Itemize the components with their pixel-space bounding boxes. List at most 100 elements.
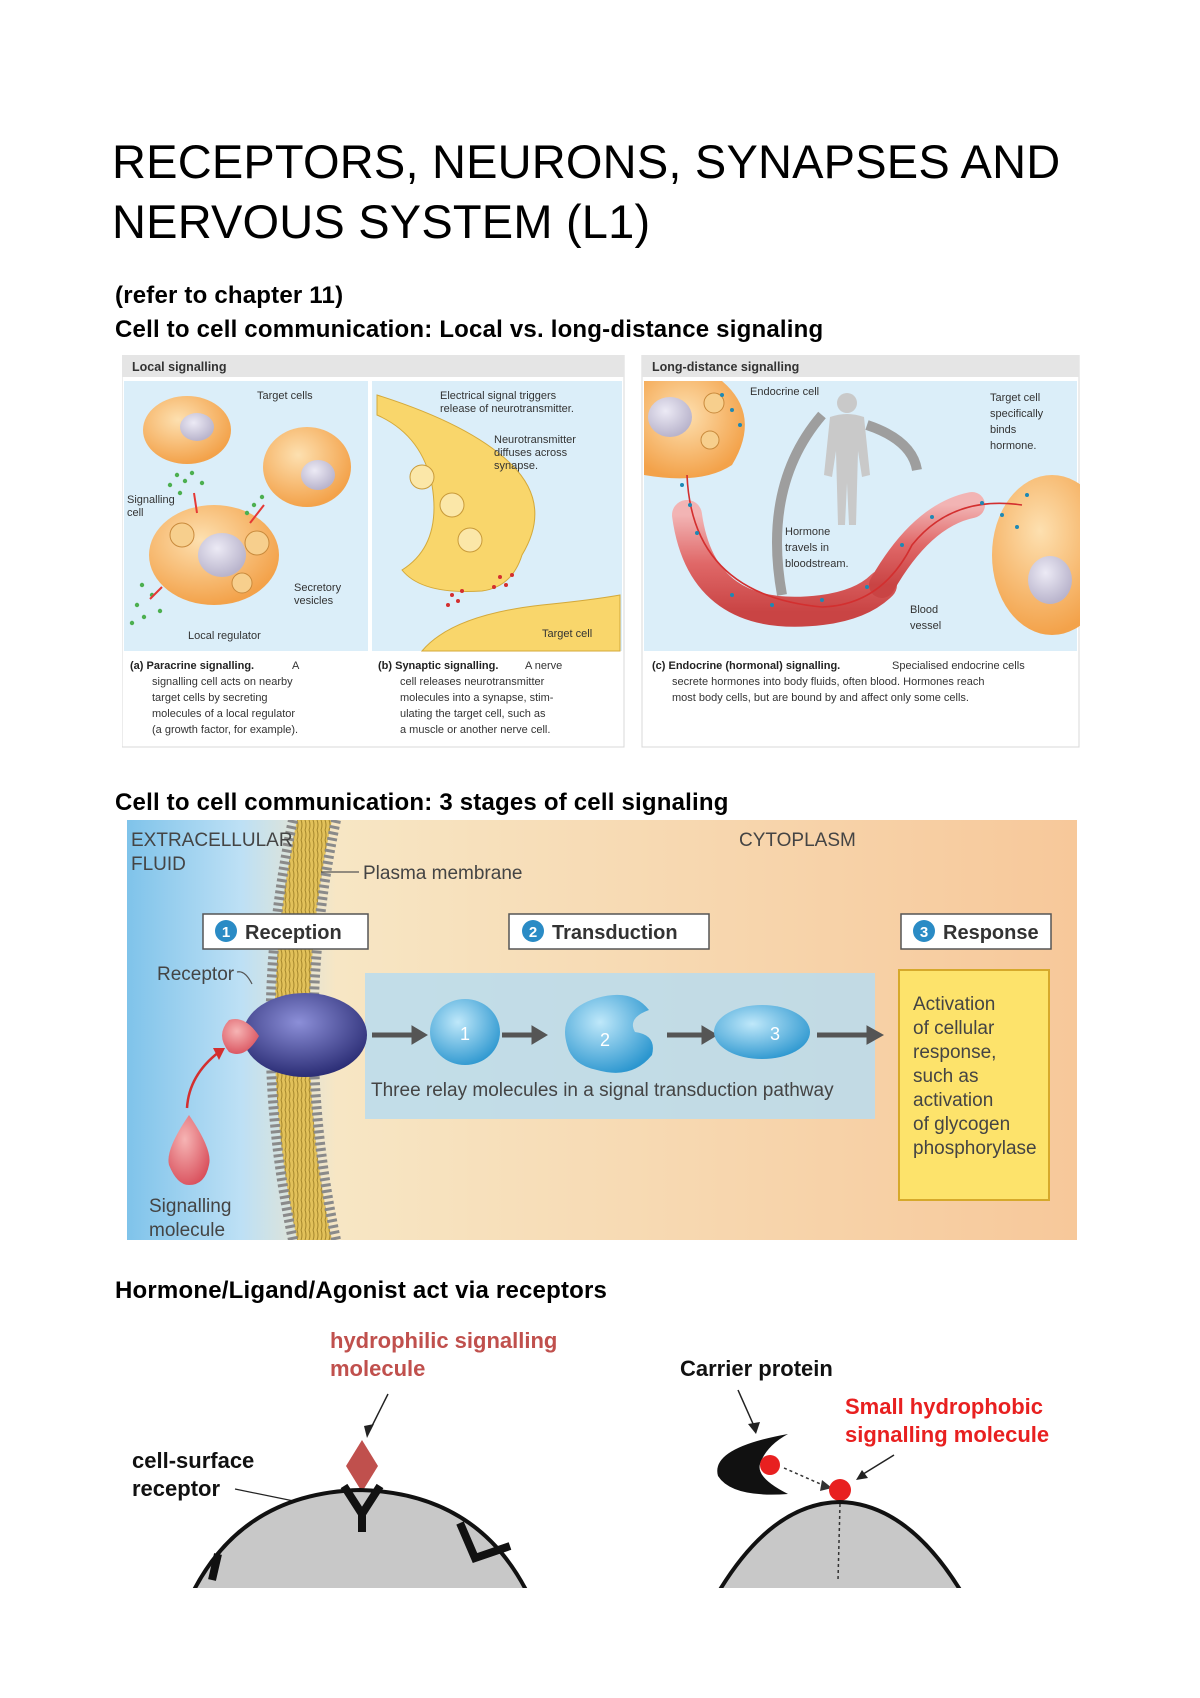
blood-vessel [672,500,897,627]
label-extracellular-2: FLUID [131,854,186,875]
carrier-protein-icon [717,1434,788,1495]
label-hydrophilic-2: molecule [330,1356,425,1381]
caption-b-bold: (b) Synaptic signalling. [378,660,498,672]
label-blood-1: Blood [910,604,938,616]
arrowhead-icon [364,1424,374,1438]
arrowhead-icon [820,1480,832,1491]
vesicle-icon [439,492,465,518]
receptor-types-figure: hydrophilic signalling molecule cell-sur… [132,1328,1049,1588]
nucleus-icon [198,533,246,577]
hydrophobic-molecule-icon [829,1479,851,1501]
arrow-icon [772,411,826,596]
cell-body-right [718,1499,962,1588]
stage2-label: Transduction [552,922,678,944]
long-header: Long-distance signalling [652,360,799,374]
relay-1-label: 1 [460,1024,470,1044]
caption-a-1: A [292,660,300,672]
chapter-reference: (refer to chapter 11) [115,282,344,309]
dotted-arrow-icon [837,1503,841,1581]
pointer-line [859,1454,895,1477]
label-target-2: specifically [990,408,1044,420]
label-endocrine-cell: Endocrine cell [750,386,819,398]
signalling-molecule-drop [168,1115,210,1185]
label-neuro-3: synapse. [494,460,538,472]
vesicle-icon [703,392,725,414]
bound-signalling-molecule [222,1019,259,1054]
caption-b-5: a muscle or another nerve cell. [400,724,550,736]
vesicle-icon [169,522,195,548]
stage-number-badge [215,920,237,942]
arrow-icon [249,504,265,524]
label-signalling-2: cell [127,507,144,519]
arrow-icon [149,586,163,600]
label-secretory-1: Secretory [294,582,342,594]
label-electrical-2: release of neurotransmitter. [440,403,574,415]
response-line-4: such as [913,1066,978,1087]
label-neuro-1: Neurotransmitter [494,434,576,446]
caption-b-3: molecules into a synapse, stim- [400,692,554,704]
arrow-icon [865,420,922,472]
vesicle-icon [244,530,270,556]
section-heading-signaling: Cell to cell communication: Local vs. lo… [115,316,824,343]
relay-molecule-2 [565,994,653,1073]
arrowhead-icon [748,1422,760,1434]
vesicle-icon [457,527,483,553]
nucleus-icon [648,397,692,437]
relay-molecule-1 [430,999,500,1065]
caption-a-3: target cells by secreting [152,692,268,704]
response-line-7: phosphorylase [913,1138,1037,1159]
relay-2-label: 2 [600,1030,610,1050]
stage-number-badge [522,920,544,942]
response-line-2: of cellular [913,1018,995,1039]
page-title: RECEPTORS, NEURONS, SYNAPSES AND NERVOUS… [112,132,1060,252]
dotted-arrow-icon [783,1467,826,1487]
label-small-1: Small hydrophobic [845,1394,1043,1419]
label-relay-caption: Three relay molecules in a signal transd… [371,1080,834,1101]
stage1-label: Reception [245,922,342,944]
caption-b-1: A nerve [525,660,562,672]
label-signalling-2: molecule [149,1220,225,1240]
human-silhouette-icon [824,393,870,525]
caption-c-2: secrete hormones into body fluids, often… [672,676,984,688]
label-blood-2: vessel [910,620,941,632]
caption-c-bold: (c) Endocrine (hormonal) signalling. [652,660,840,672]
hydrophilic-molecule-icon [346,1440,378,1492]
section-heading-stages: Cell to cell communication: 3 stages of … [115,789,729,816]
leader-line [236,971,253,985]
signaling-types-figure: Local signalling Target cells Signalling… [122,355,1080,748]
label-target-4: hormone. [990,440,1036,452]
neurotransmitter-dots [446,573,514,607]
label-hormone-2: travels in [785,542,829,554]
nucleus-icon [180,413,214,441]
stage2-number: 2 [529,924,537,941]
vesicle-icon [231,572,253,594]
long-header-bar [642,355,1079,377]
label-electrical-1: Electrical signal triggers [440,390,557,402]
page-bottom-margin [0,1590,1200,1698]
stage-number-badge [913,920,935,942]
label-cell-surface-1: cell-surface [132,1448,254,1473]
caption-b-4: ulating the target cell, such as [400,708,546,720]
label-hormone-3: bloodstream. [785,558,849,570]
label-target-1: Target cell [990,392,1040,404]
receptor-side-icon [208,1553,222,1581]
receptor-protein [243,993,367,1077]
nucleus-icon [301,460,335,490]
label-target-cells: Target cells [257,390,313,402]
label-cell-surface-2: receptor [132,1476,220,1501]
label-receptor: Receptor [157,964,235,985]
hormone-dots [680,393,1029,607]
relay-molecule-3 [714,1005,810,1059]
caption-a-5: (a growth factor, for example). [152,724,298,736]
caption-b-2: cell releases neurotransmitter [400,676,545,688]
caption-c-3: most body cells, but are bound by and af… [672,692,969,704]
label-secretory-2: vesicles [294,595,334,607]
caption-c-1: Specialised endocrine cells [892,660,1025,672]
hydrophobic-molecule-icon [760,1455,780,1475]
response-line-1: Activation [913,994,995,1015]
blood-vessel [869,492,985,598]
caption-a-2: signalling cell acts on nearby [152,676,293,688]
cell-signaling-stages-figure: EXTRACELLULAR FLUID CYTOPLASM Plasma mem… [127,820,1077,1240]
arrowhead-icon [213,1048,225,1060]
label-hormone-1: Hormone [785,526,830,538]
